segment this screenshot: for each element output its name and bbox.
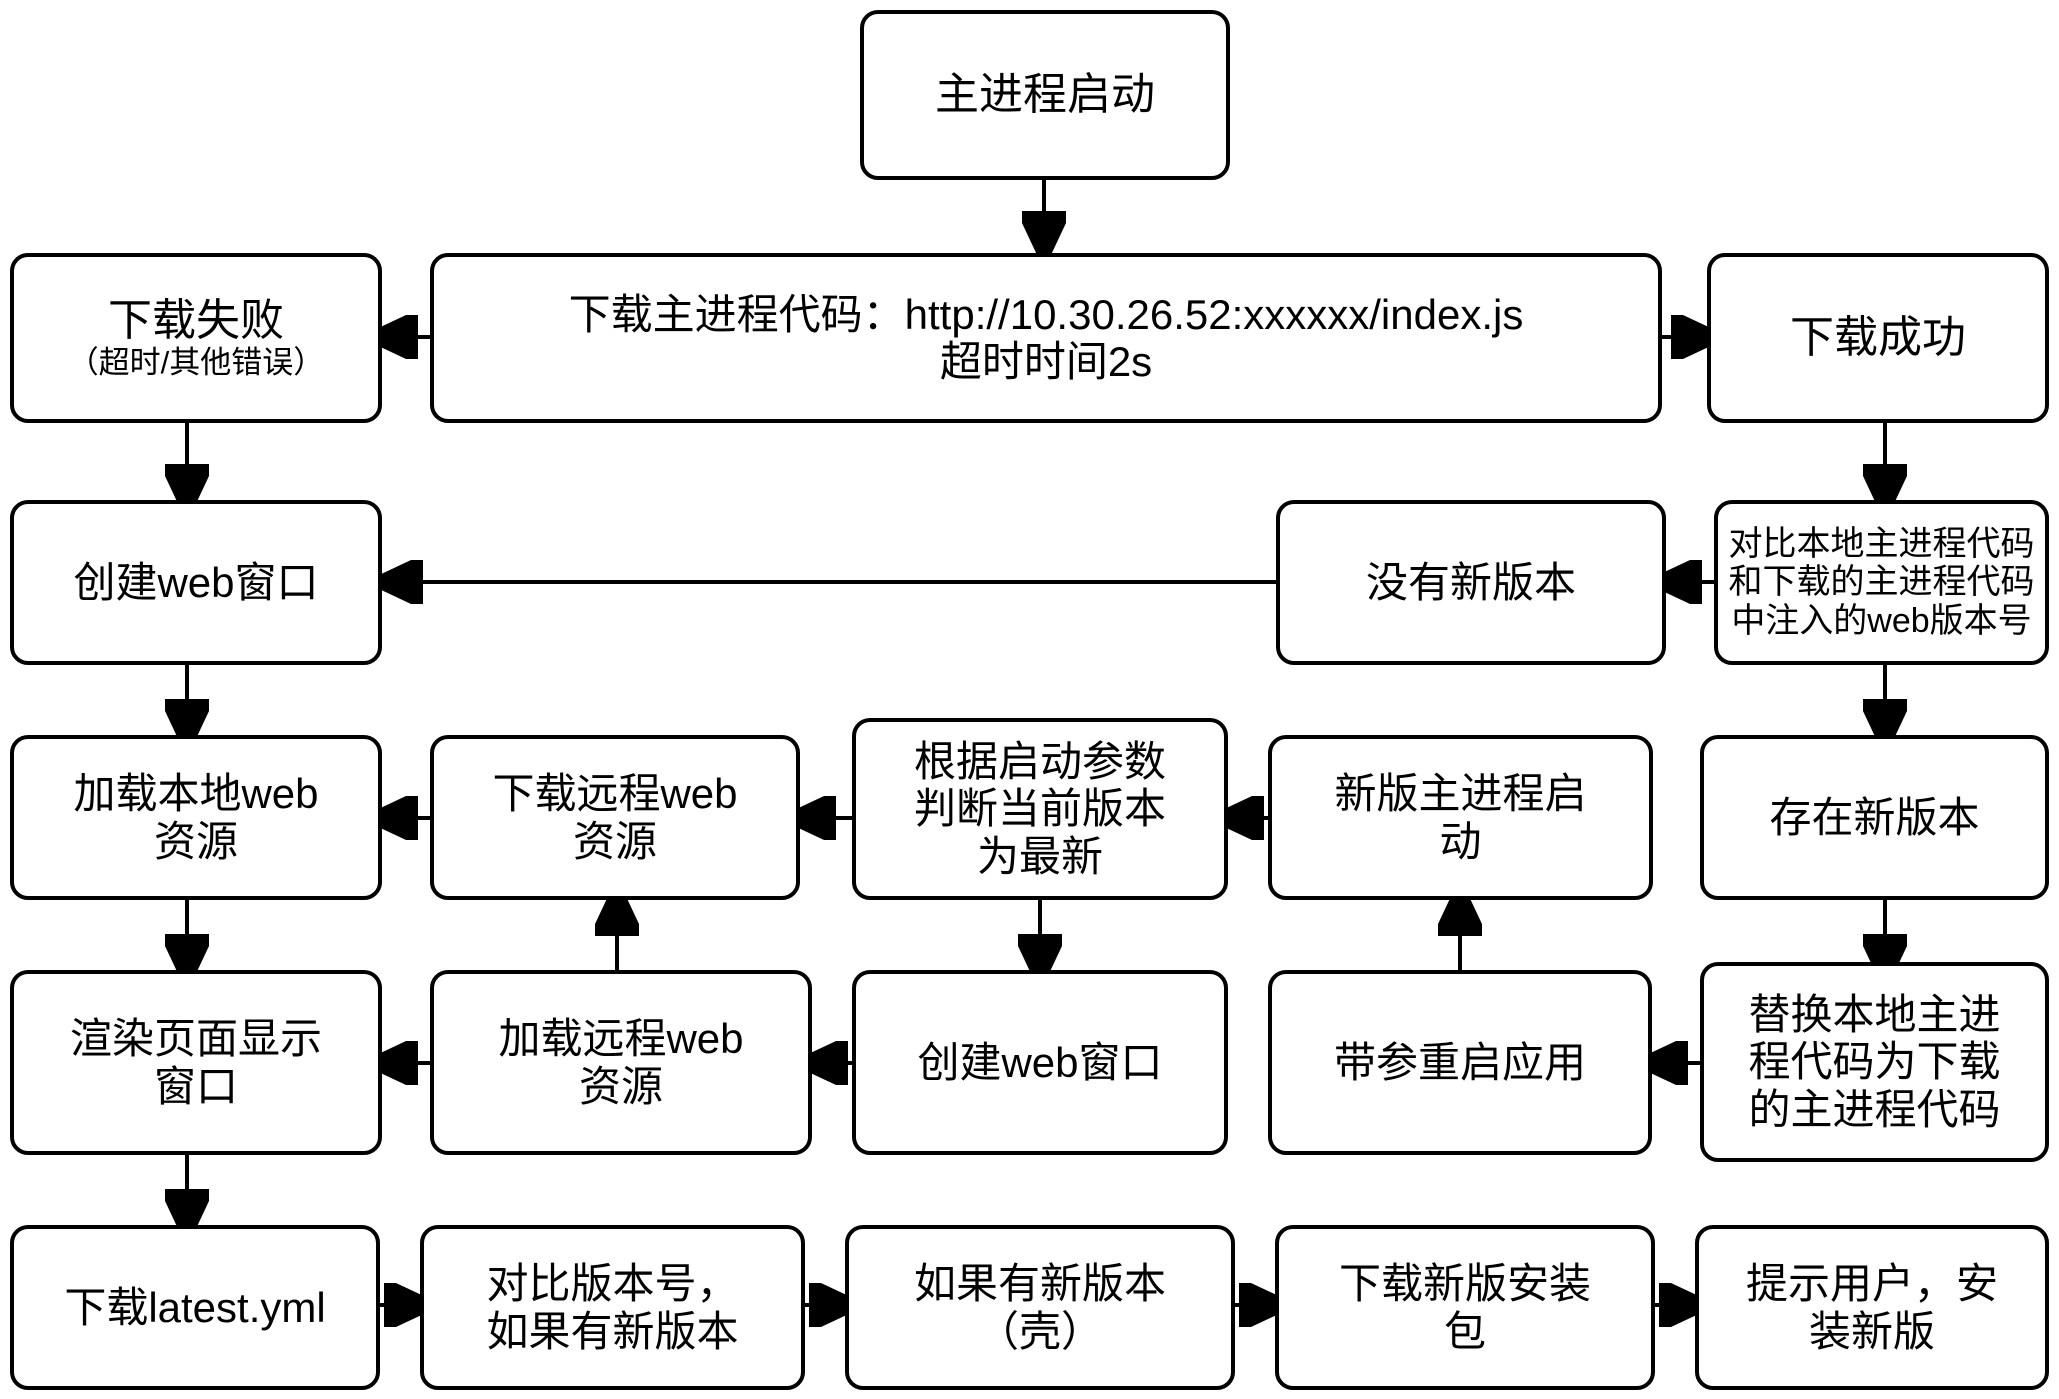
node-label: 下载新版安装 包 <box>1338 1260 1591 1355</box>
node-create-web-window-remote[interactable]: 创建web窗口 <box>852 970 1228 1155</box>
node-download-new-installer[interactable]: 下载新版安装 包 <box>1275 1225 1655 1390</box>
node-download-latest-yml[interactable]: 下载latest.yml <box>10 1225 380 1390</box>
node-download-remote-web-resource[interactable]: 下载远程web 资源 <box>430 735 800 900</box>
node-prompt-user-install[interactable]: 提示用户，安 装新版 <box>1695 1225 2049 1390</box>
node-restart-app-with-params[interactable]: 带参重启应用 <box>1268 970 1652 1155</box>
node-label: 下载失败 <box>108 295 284 345</box>
node-label: 带参重启应用 <box>1333 1038 1586 1086</box>
node-render-page-show-window[interactable]: 渲染页面显示 窗口 <box>10 970 382 1155</box>
node-compare-version-number[interactable]: 对比版本号， 如果有新版本 <box>420 1225 805 1390</box>
node-load-local-web-resource[interactable]: 加载本地web 资源 <box>10 735 382 900</box>
node-label: 加载远程web 资源 <box>498 1015 744 1110</box>
node-new-main-process-start[interactable]: 新版主进程启 动 <box>1268 735 1653 900</box>
node-download-main-process-code[interactable]: 下载主进程代码：http://10.30.26.52:xxxxxx/index.… <box>430 253 1662 423</box>
node-replace-local-main-process-code[interactable]: 替换本地主进 程代码为下载 的主进程代码 <box>1700 962 2049 1162</box>
node-label: 下载远程web 资源 <box>492 770 738 865</box>
node-label: 下载latest.yml <box>64 1283 326 1331</box>
node-create-web-window-local[interactable]: 创建web窗口 <box>10 500 382 665</box>
node-label: 下载主进程代码：http://10.30.26.52:xxxxxx/index.… <box>568 290 1524 385</box>
node-compare-web-version[interactable]: 对比本地主进程代码 和下载的主进程代码 中注入的web版本号 <box>1714 500 2049 665</box>
node-main-process-start[interactable]: 主进程启动 <box>860 10 1230 180</box>
node-load-remote-web-resource[interactable]: 加载远程web 资源 <box>430 970 812 1155</box>
node-label: 下载成功 <box>1790 313 1966 363</box>
node-judge-current-version-latest[interactable]: 根据启动参数 判断当前版本 为最新 <box>852 718 1228 900</box>
node-if-new-version-shell[interactable]: 如果有新版本 （壳） <box>845 1225 1235 1390</box>
node-label: 主进程启动 <box>935 70 1155 120</box>
node-label: 根据启动参数 判断当前版本 为最新 <box>913 738 1166 880</box>
node-label: 没有新版本 <box>1365 558 1576 606</box>
node-new-version-exists[interactable]: 存在新版本 <box>1700 735 2049 900</box>
node-label: 存在新版本 <box>1769 793 1980 841</box>
node-label: 创建web窗口 <box>917 1038 1163 1086</box>
node-download-success[interactable]: 下载成功 <box>1707 253 2049 423</box>
node-label: 对比版本号， 如果有新版本 <box>486 1260 739 1355</box>
node-label: 渲染页面显示 窗口 <box>69 1015 322 1110</box>
node-label: 提示用户，安 装新版 <box>1745 1260 1998 1355</box>
node-label: 创建web窗口 <box>73 558 319 606</box>
node-label: 对比本地主进程代码 和下载的主进程代码 中注入的web版本号 <box>1728 525 2035 640</box>
node-no-new-version[interactable]: 没有新版本 <box>1276 500 1666 665</box>
node-sublabel: （超时/其他错误） <box>67 344 325 380</box>
node-download-failed[interactable]: 下载失败 （超时/其他错误） <box>10 253 382 423</box>
node-label: 如果有新版本 （壳） <box>913 1260 1166 1355</box>
node-label: 新版主进程启 动 <box>1334 770 1587 865</box>
node-label: 加载本地web 资源 <box>73 770 319 865</box>
node-label: 替换本地主进 程代码为下载 的主进程代码 <box>1748 991 2001 1133</box>
